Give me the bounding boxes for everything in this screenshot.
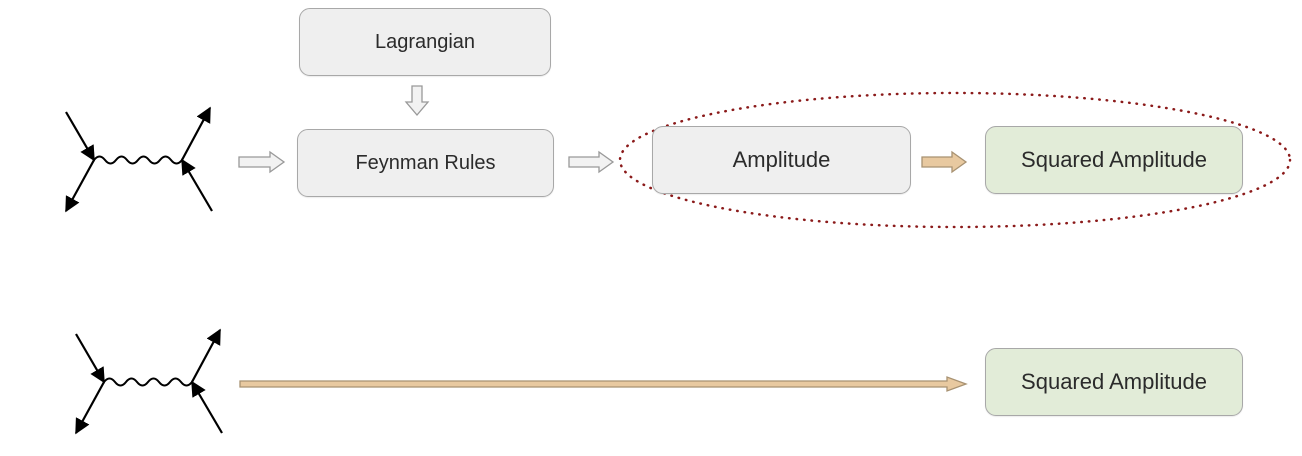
feynman-diagram-icon	[75, 328, 223, 435]
lagrangian-label: Lagrangian	[374, 30, 476, 53]
squared-amplitude-box-bottom: Squared Amplitude	[985, 348, 1243, 416]
arrow-feynman-rules-to-amplitude	[568, 150, 615, 174]
arrow-diagram-direct-to-squared-amplitude	[239, 376, 968, 392]
arrow-amplitude-to-squared-amplitude	[921, 150, 968, 174]
arrow-diagram-to-feynman-rules	[238, 150, 286, 174]
squared-amplitude-box-top: Squared Amplitude	[985, 126, 1243, 194]
squared-amplitude-label: Squared Amplitude	[1021, 369, 1207, 394]
squared-amplitude-label: Squared Amplitude	[1021, 147, 1207, 172]
amplitude-label: Amplitude	[732, 147, 831, 172]
feynman-rules-box: Feynman Rules	[297, 129, 554, 197]
feynman-diagram-icon	[65, 106, 213, 213]
dotted-group-outline	[618, 91, 1292, 229]
arrow-lagrangian-to-feynman-rules	[404, 85, 430, 117]
amplitude-box: Amplitude	[652, 126, 911, 194]
lagrangian-box: Lagrangian	[299, 8, 551, 76]
feynman-rules-label: Feynman Rules	[355, 151, 496, 174]
